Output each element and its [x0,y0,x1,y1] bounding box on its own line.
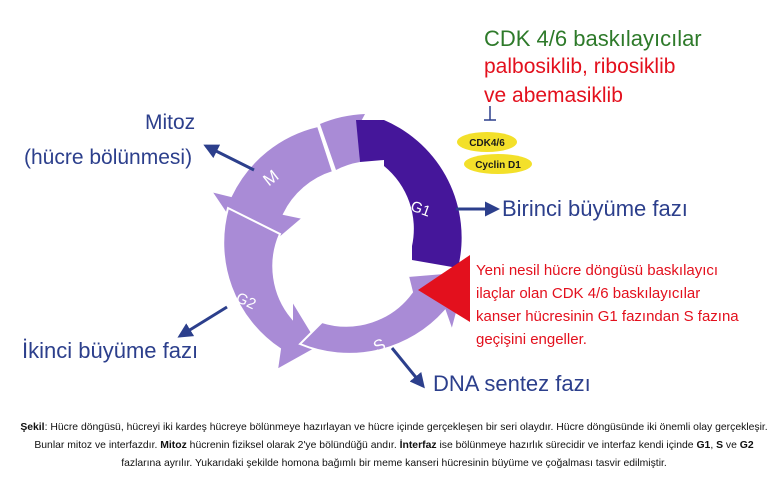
caption-sep-1: , [710,440,717,451]
caption-text-3: ise bölünmeye hazırlık sürecidir ve inte… [436,440,697,451]
g2-description: İkinci büyüme fazı [22,338,199,363]
caption-interphase-term: İnterfaz [399,440,437,451]
mitosis-arrow [203,144,255,172]
caption-text-2: hücrenin fiziksel olarak 2'ye bölündüğü … [186,440,400,451]
g1-phase-segment [356,120,462,268]
g2-arrow [177,305,228,338]
note-line2: ilaçlar olan CDK 4/6 baskılayıcılar [476,285,701,302]
inhibitors-drugs-line2: ve abemasiklib [484,84,623,107]
caption-mitosis-term: Mitoz [160,440,187,451]
mitosis-label: Mitoz [145,111,196,134]
caption-text-1: : Hücre döngüsü, hücreyi iki kardeş hücr… [34,422,768,451]
cdk-badge-label: CDK4/6 [469,138,505,149]
note-line4: geçişini engeller. [476,331,587,348]
caption-s-term: S [716,440,724,451]
red-inhibition-arrow [418,255,470,322]
caption-g2-term: G2 [739,440,754,451]
g2-phase-segment [222,206,322,372]
caption-text-4: fazlarına ayrılır. Yukarıdaki şekilde ho… [121,458,667,469]
caption-g1-term: G1 [696,440,711,451]
s-description: DNA sentez fazı [433,371,591,396]
s-arrow [390,347,425,389]
inhibitors-drugs-line1: palbosiklib, ribosiklib [484,55,676,78]
caption-figure-label: Şekil [20,422,45,433]
mitosis-sublabel: (hücre bölünmesi) [24,146,193,169]
cyclin-badge [464,154,532,174]
note-line3: kanser hücresinin G1 fazından S fazına [476,308,739,325]
g2-phase-label: G2 [233,289,258,313]
inhibitors-title: CDK 4/6 baskılayıcılar [484,26,702,51]
caption-sep-2: ve [723,440,740,451]
g1-description: Birinci büyüme fazı [502,196,688,221]
cdk-badge [457,132,517,152]
figure-caption: Şekil: Hücre döngüsü, hücreyi iki kardeş… [20,419,768,473]
g1-phase-label: G1 [408,198,433,221]
m-g1-connector [320,114,365,170]
cyclin-badge-label: Cyclin D1 [475,160,521,171]
note-line1: Yeni nesil hücre döngüsü baskılayıcı [476,262,719,279]
